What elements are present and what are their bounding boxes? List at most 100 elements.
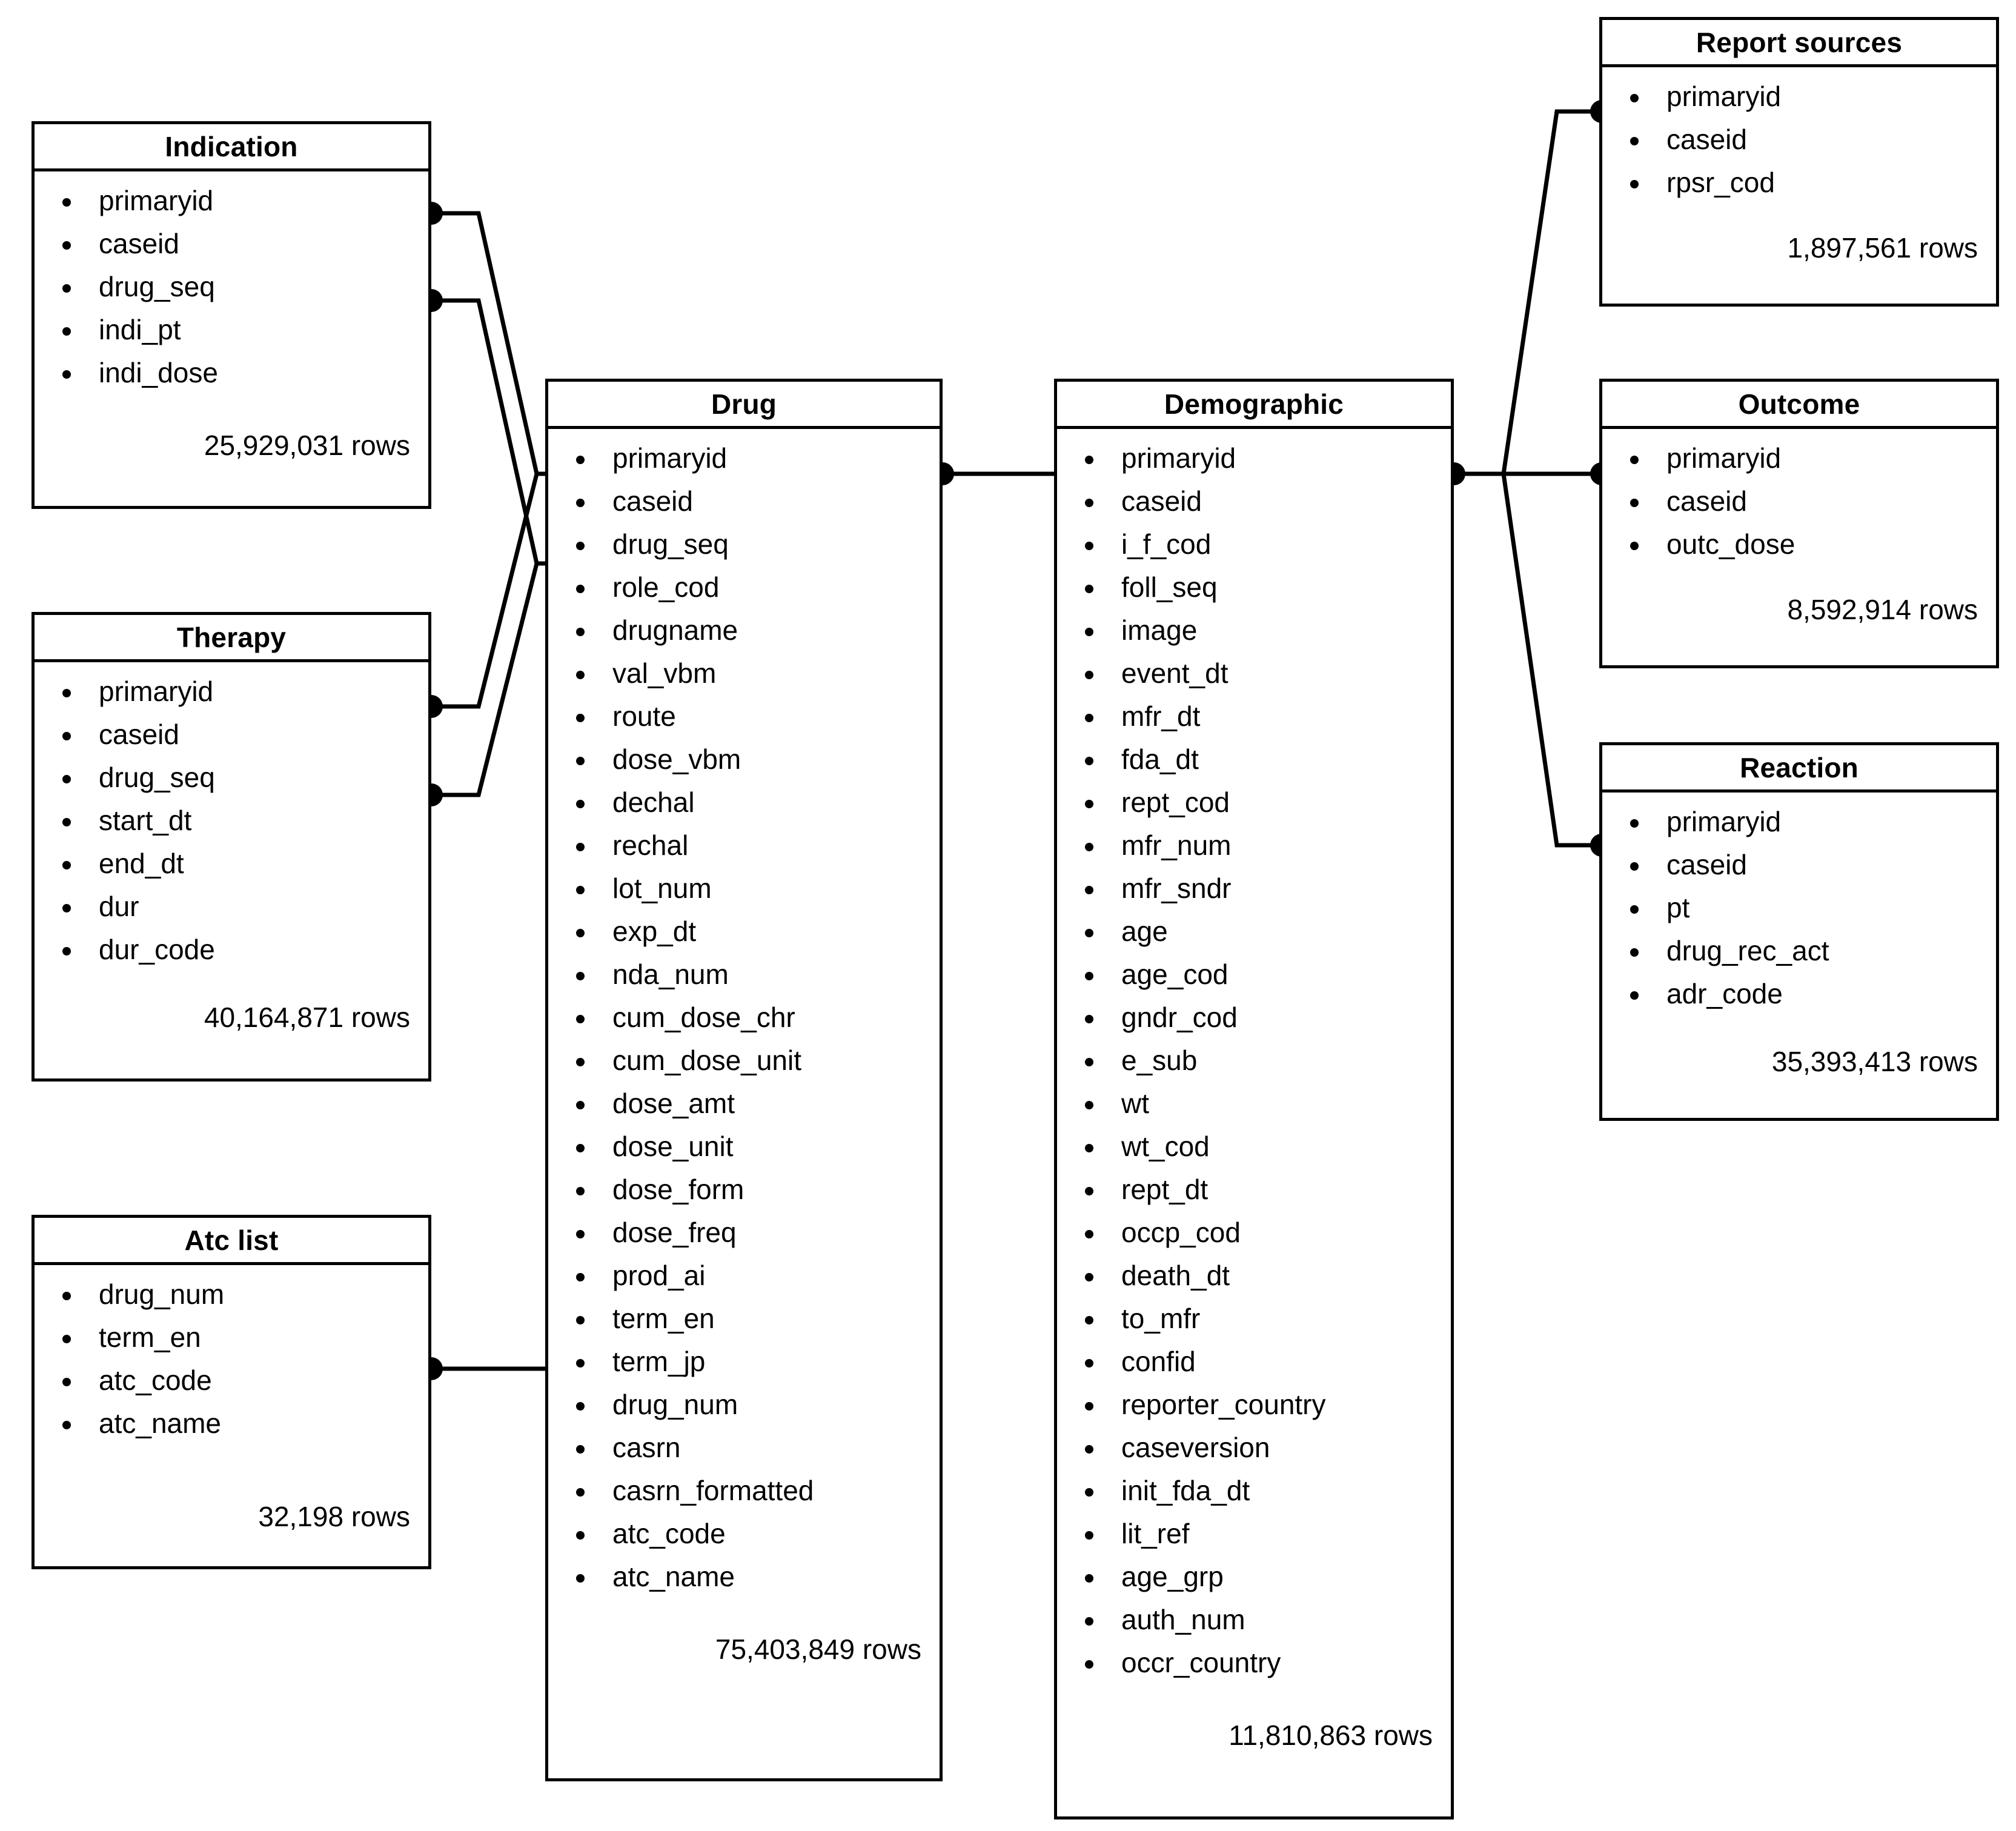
entity-drug[interactable]: Drug primaryid caseid drug_seq role_cod …	[545, 379, 943, 1781]
entity-atc-list[interactable]: Atc list drug_num term_en atc_code atc_n…	[31, 1215, 431, 1569]
bullet-icon	[62, 241, 71, 250]
entity-title: Outcome	[1602, 382, 1996, 429]
bullet-icon	[576, 1488, 585, 1497]
entity-attribute-list: primaryid caseid outc_dose 8,592,914 row…	[1602, 429, 1996, 626]
bullet-icon	[1630, 456, 1639, 464]
bullet-icon	[1085, 714, 1093, 722]
connector-junction-reaction-primaryid	[1501, 473, 1602, 848]
bullet-icon	[1085, 1574, 1093, 1583]
attribute-row: mfr_num	[1057, 829, 1451, 872]
connector-junction-report-sources-primaryid	[1501, 109, 1602, 474]
entity-title: Atc list	[35, 1218, 428, 1265]
bullet-icon	[1085, 1660, 1093, 1669]
bullet-icon	[1085, 886, 1093, 894]
attribute-row: atc_code	[548, 1518, 940, 1561]
attribute-row: atc_code	[35, 1364, 428, 1407]
bullet-icon	[1085, 671, 1093, 679]
entity-attribute-list: drug_num term_en atc_code atc_name 32,19…	[35, 1265, 428, 1533]
entity-row-count: 25,929,031 rows	[204, 430, 410, 461]
bullet-icon	[576, 1531, 585, 1540]
attribute-row: caseid	[548, 485, 940, 528]
bullet-icon	[1085, 1058, 1093, 1066]
entity-row-count: 32,198 rows	[258, 1501, 410, 1532]
attribute-row: dur	[35, 891, 428, 934]
bullet-icon	[576, 1574, 585, 1583]
bullet-icon	[576, 1445, 585, 1454]
attribute-row: drug_seq	[35, 762, 428, 805]
bullet-icon	[1085, 1101, 1093, 1109]
attribute-row: casrn	[548, 1432, 940, 1475]
attribute-row: dose_freq	[548, 1217, 940, 1260]
bullet-icon	[576, 1273, 585, 1281]
entity-indication[interactable]: Indication primaryid caseid drug_seq ind…	[31, 121, 431, 509]
bullet-icon	[1085, 1445, 1093, 1454]
bullet-icon	[576, 1015, 585, 1023]
attribute-row: dose_form	[548, 1174, 940, 1217]
bullet-icon	[62, 947, 71, 955]
bullet-icon	[62, 818, 71, 826]
attribute-row: cum_dose_unit	[548, 1045, 940, 1088]
bullet-icon	[62, 861, 71, 869]
attribute-row: dose_unit	[548, 1131, 940, 1174]
entity-demographic[interactable]: Demographic primaryid caseid i_f_cod fol…	[1054, 379, 1454, 1819]
attribute-row: i_f_cod	[1057, 528, 1451, 571]
attribute-row: rept_dt	[1057, 1174, 1451, 1217]
bullet-icon	[576, 886, 585, 894]
entity-row-count: 40,164,871 rows	[204, 1002, 410, 1033]
bullet-icon	[576, 972, 585, 980]
entity-therapy[interactable]: Therapy primaryid caseid drug_seq start_…	[31, 612, 431, 1082]
attribute-row: caseid	[1057, 485, 1451, 528]
attribute-row: primaryid	[35, 676, 428, 719]
entity-title: Demographic	[1057, 382, 1451, 429]
bullet-icon	[1085, 972, 1093, 980]
attribute-row: occr_country	[1057, 1647, 1451, 1690]
entity-attribute-list: primaryid caseid i_f_cod foll_seq image …	[1057, 429, 1451, 1752]
attribute-row: event_dt	[1057, 657, 1451, 700]
bullet-icon	[1085, 1187, 1093, 1195]
attribute-row: start_dt	[35, 805, 428, 848]
bullet-icon	[576, 1359, 585, 1367]
bullet-icon	[1630, 819, 1639, 828]
attribute-row: rept_cod	[1057, 786, 1451, 829]
attribute-row: to_mfr	[1057, 1303, 1451, 1346]
attribute-row: age_grp	[1057, 1561, 1451, 1604]
attribute-row: lit_ref	[1057, 1518, 1451, 1561]
attribute-row: caseid	[1602, 849, 1996, 892]
attribute-row: caseid	[1602, 124, 1996, 167]
entity-attribute-list: primaryid caseid drug_seq role_cod drugn…	[548, 429, 940, 1666]
entity-reaction[interactable]: Reaction primaryid caseid pt drug_rec_ac…	[1599, 742, 1999, 1121]
bullet-icon	[576, 843, 585, 851]
bullet-icon	[576, 1187, 585, 1195]
entity-title: Therapy	[35, 615, 428, 662]
bullet-icon	[1085, 843, 1093, 851]
bullet-icon	[576, 1230, 585, 1238]
attribute-row: fda_dt	[1057, 743, 1451, 786]
bullet-icon	[576, 1316, 585, 1324]
entity-attribute-list: primaryid caseid pt drug_rec_act adr_cod…	[1602, 793, 1996, 1078]
bullet-icon	[1085, 1230, 1093, 1238]
bullet-icon	[1085, 1273, 1093, 1281]
bullet-icon	[1085, 1402, 1093, 1411]
attribute-row: primaryid	[35, 185, 428, 228]
entity-attribute-list: primaryid caseid drug_seq indi_pt indi_d…	[35, 171, 428, 462]
attribute-row: drugname	[548, 614, 940, 657]
bullet-icon	[1085, 929, 1093, 937]
attribute-row: caseid	[35, 719, 428, 762]
attribute-row: rpsr_cod	[1602, 167, 1996, 210]
bullet-icon	[576, 757, 585, 765]
bullet-icon	[62, 327, 71, 336]
bullet-icon	[62, 732, 71, 740]
bullet-icon	[62, 1421, 71, 1429]
bullet-icon	[1630, 542, 1639, 550]
bullet-icon	[1630, 180, 1639, 188]
bullet-icon	[1630, 499, 1639, 507]
bullet-icon	[1085, 1015, 1093, 1023]
bullet-icon	[62, 1292, 71, 1300]
entity-outcome[interactable]: Outcome primaryid caseid outc_dose 8,592…	[1599, 379, 1999, 668]
attribute-row: atc_name	[548, 1561, 940, 1604]
entity-report-sources[interactable]: Report sources primaryid caseid rpsr_cod…	[1599, 17, 1999, 307]
bullet-icon	[576, 1402, 585, 1411]
bullet-icon	[1085, 542, 1093, 550]
attribute-row: primaryid	[548, 442, 940, 485]
attribute-row: primaryid	[1602, 81, 1996, 124]
